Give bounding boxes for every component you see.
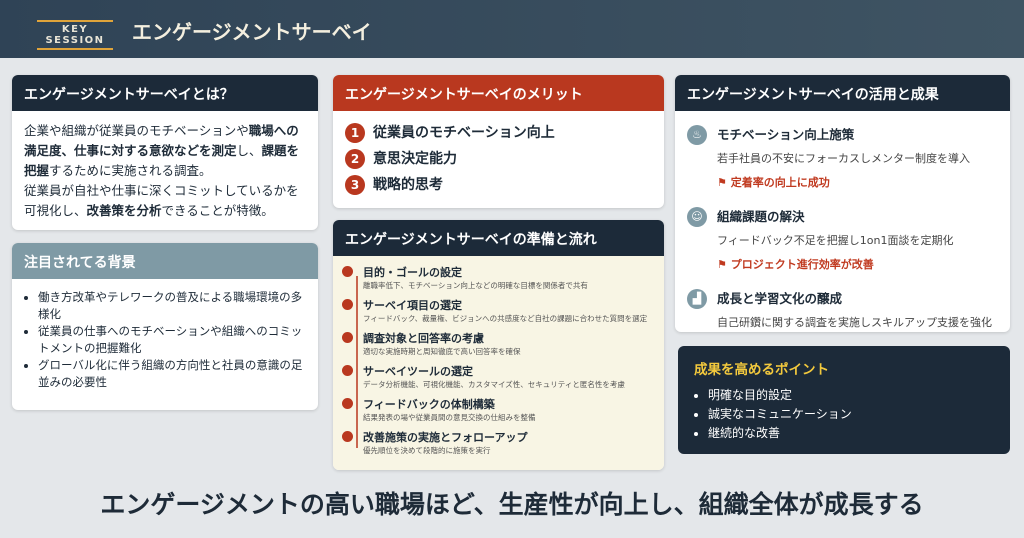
about-text-part: 課題を把握 xyxy=(24,143,300,178)
results-title: エンゲージメントサーベイの活用と成果 xyxy=(675,75,1010,111)
step-desc: 結果発表の場や従業員間の意見交換の仕組みを整備 xyxy=(363,413,536,422)
about-title: エンゲージメントサーベイとは？ xyxy=(12,75,318,111)
flow-step: サーベイツールの選定データ分析機能、可視化機能、カスタマイズ性、セキュリティと匿… xyxy=(342,363,652,390)
people-icon: ☺ xyxy=(687,207,707,227)
merit-label: 意思決定能力 xyxy=(373,151,457,167)
flow-step: 改善施策の実施とフォローアップ優先順位を決めて段階的に施策を実行 xyxy=(342,429,652,456)
outcome-text: プロジェクト進行効率が改善 xyxy=(730,258,874,271)
step-title: 改善施策の実施とフォローアップ xyxy=(363,431,528,444)
results-card: エンゲージメントサーベイの活用と成果 ♨ モチベーション向上施策若手社員の不安にフ… xyxy=(675,75,1010,332)
merit-label: 戦略的思考 xyxy=(373,177,443,193)
flow-step: 調査対象と回答率の考慮適切な実施時期と周知徹底で高い回答率を確保 xyxy=(342,330,652,357)
step-dot xyxy=(342,398,353,409)
step-dot xyxy=(342,266,353,277)
number-badge: 2 xyxy=(345,149,365,169)
flow-title: エンゲージメントサーベイの準備と流れ xyxy=(333,220,664,256)
flow-card: エンゲージメントサーベイの準備と流れ 目的・ゴールの設定離職率低下、モチベーショ… xyxy=(333,220,664,470)
result-title: 成長と学習文化の醸成 xyxy=(717,291,843,306)
points-box: 成果を高めるポイント 明確な目的設定 誠実なコミュニケーション 継続的な改善 xyxy=(678,346,1010,454)
about-card: エンゲージメントサーベイとは？ 企業や組織が従業員のモチベーションや職場への満足… xyxy=(12,75,318,230)
step-desc: 離職率低下、モチベーション向上などの明確な目標を関係者で共有 xyxy=(363,281,588,290)
step-title: フィードバックの体制構築 xyxy=(363,398,495,411)
list-item: 継続的な改善 xyxy=(708,424,994,443)
result-desc: フィードバック不足を把握し1on1面談を定期化 xyxy=(717,234,954,247)
step-dot xyxy=(342,332,353,343)
header-banner: KEY SESSION エンゲージメントサーベイ xyxy=(0,0,1024,58)
background-card: 注目されてる背景 働き方改革やテレワークの普及による職場環境の多様化 従業員の仕… xyxy=(12,243,318,410)
list-item: グローバル化に伴う組織の方向性と社員の意識の足並みの必要性 xyxy=(38,357,306,391)
list-item: 働き方改革やテレワークの普及による職場環境の多様化 xyxy=(38,289,306,323)
flame-icon: ♨ xyxy=(687,125,707,145)
result-outcome: ⚑ プロジェクト進行効率が改善 xyxy=(717,255,953,275)
step-title: 調査対象と回答率の考慮 xyxy=(363,332,484,345)
result-item: ☺ 組織課題の解決フィードバック不足を把握し1on1面談を定期化 ⚑ プロジェクト進… xyxy=(687,207,998,275)
merit-item: 3 戦略的思考 xyxy=(345,175,652,195)
flow-step: フィードバックの体制構築結果発表の場や従業員間の意見交換の仕組みを整備 xyxy=(342,396,652,423)
outcome-text: 定着率の向上に成功 xyxy=(730,176,830,189)
merits-card: エンゲージメントサーベイのメリット 1 従業員のモチベーション向上 2 意思決定能力… xyxy=(333,75,664,208)
step-title: サーベイ項目の選定 xyxy=(363,299,462,312)
timeline-line xyxy=(356,276,358,448)
step-desc: フィードバック、裁量権、ビジョンへの共感度など自社の課題に合わせた質問を選定 xyxy=(363,314,648,323)
conclusion-text: エンゲージメントの高い職場ほど、生産性が向上し、組織全体が成長する xyxy=(100,490,924,519)
about-text-part: できることが特徴。 xyxy=(161,203,274,218)
merits-title: エンゲージメントサーベイのメリット xyxy=(333,75,664,111)
flow-step: 目的・ゴールの設定離職率低下、モチベーション向上などの明確な目標を関係者で共有 xyxy=(342,264,652,291)
result-title: モチベーション向上施策 xyxy=(717,127,855,142)
about-text-part: 改善策を分析 xyxy=(86,203,162,218)
number-badge: 1 xyxy=(345,123,365,143)
list-item: 明確な目的設定 xyxy=(708,386,994,405)
merit-item: 2 意思決定能力 xyxy=(345,149,652,169)
flag-icon: ⚑ xyxy=(717,176,731,189)
step-title: 目的・ゴールの設定 xyxy=(363,266,462,279)
about-text-part: 企業や組織が従業員のモチベーションや xyxy=(24,123,249,138)
about-text-part: し、 xyxy=(236,143,262,158)
about-text: 企業や組織が従業員のモチベーションや職場への満足度、仕事に対する意欲などを測定し… xyxy=(12,111,318,230)
page-title: エンゲージメントサーベイ xyxy=(132,20,372,44)
merit-item: 1 従業員のモチベーション向上 xyxy=(345,123,652,143)
result-outcome: ⚑ 定着率の向上に成功 xyxy=(717,173,970,193)
key-session-logo: KEY SESSION xyxy=(37,20,113,50)
list-item: 従業員の仕事へのモチベーションや組織へのコミットメントの把握難化 xyxy=(38,323,306,357)
result-desc: 若手社員の不安にフォーカスしメンター制度を導入 xyxy=(717,152,970,165)
list-item: 誠実なコミュニケーション xyxy=(708,405,994,424)
about-text-part: 職場への満足度、仕事に対する意欲などを測定 xyxy=(24,123,299,158)
result-title: 組織課題の解決 xyxy=(717,209,805,224)
points-title: 成果を高めるポイント xyxy=(694,362,829,378)
about-text-part: するために実施される調査。 xyxy=(49,163,212,178)
number-badge: 3 xyxy=(345,175,365,195)
step-dot xyxy=(342,365,353,376)
growth-chart-icon: ▟ xyxy=(687,289,707,309)
background-title: 注目されてる背景 xyxy=(12,243,318,279)
step-desc: 適切な実施時期と周知徹底で高い回答率を確保 xyxy=(363,347,521,356)
step-dot xyxy=(342,431,353,442)
merit-label: 従業員のモチベーション向上 xyxy=(373,125,555,141)
step-desc: 優先順位を決めて段階的に施策を実行 xyxy=(363,446,491,455)
step-dot xyxy=(342,299,353,310)
about-text-part: 従業員が自社や仕事に深くコミットしているかを可視化し、 xyxy=(24,183,299,218)
flag-icon: ⚑ xyxy=(717,258,731,271)
step-desc: データ分析機能、可視化機能、カスタマイズ性、セキュリティと匿名性を考慮 xyxy=(363,380,625,389)
result-item: ♨ モチベーション向上施策若手社員の不安にフォーカスしメンター制度を導入 ⚑ 定着率… xyxy=(687,125,998,193)
step-title: サーベイツールの選定 xyxy=(363,365,473,378)
flow-step: サーベイ項目の選定フィードバック、裁量権、ビジョンへの共感度など自社の課題に合わ… xyxy=(342,297,652,324)
result-desc: 自己研鑽に関する調査を実施しスキルアップ支援を強化 xyxy=(717,316,992,329)
